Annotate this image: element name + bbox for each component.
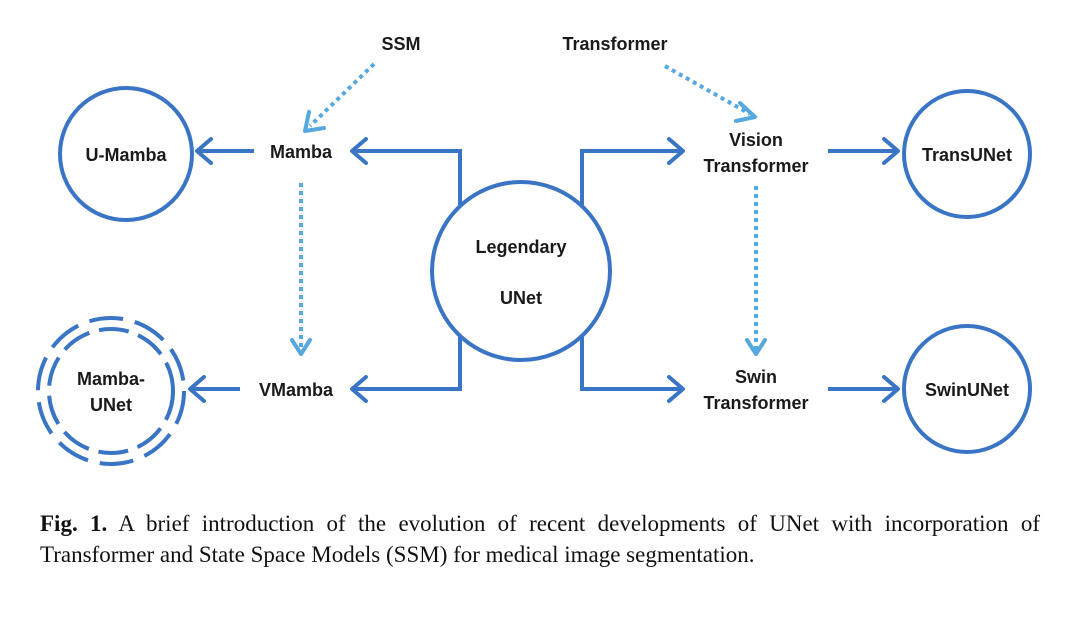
figure-caption-label: Fig. 1. bbox=[40, 511, 108, 536]
unet-to-vmamba-arrowhead bbox=[350, 375, 368, 403]
vmamba-label: VMamba bbox=[259, 380, 334, 400]
mamba-unet-label-line1: Mamba- bbox=[77, 369, 145, 389]
unet-label-line2: UNet bbox=[500, 288, 542, 308]
transformer-to-vision-transformer-dotted-line bbox=[664, 64, 751, 116]
vision-transformer-label-line1: Vision bbox=[729, 130, 783, 150]
unet-to-vision-transformer-line bbox=[580, 149, 683, 205]
unet-to-swin-transformer-line bbox=[580, 337, 683, 391]
unet-to-swin-transformer-arrowhead bbox=[667, 375, 685, 403]
ssm-to-mamba-dotted-line bbox=[308, 62, 376, 128]
swinunet-label: SwinUNet bbox=[925, 380, 1009, 400]
transunet-label: TransUNet bbox=[922, 145, 1012, 165]
unet-to-mamba-line bbox=[352, 149, 462, 205]
swin-transformer-to-swinunet-arrowhead bbox=[882, 375, 900, 403]
swinunet-circle bbox=[902, 324, 1032, 454]
unet-label-line1: Legendary bbox=[475, 237, 566, 257]
u-mamba-label: U-Mamba bbox=[85, 145, 167, 165]
unet-to-vmamba-line bbox=[352, 337, 462, 391]
unet-circle bbox=[430, 180, 612, 362]
evolution-diagram: SSM Transformer Mamba VMamba Vision Tran… bbox=[36, 34, 1032, 466]
swin-transformer-label-line1: Swin bbox=[735, 367, 777, 387]
transformer-label: Transformer bbox=[562, 34, 667, 54]
mamba-to-u-mamba-arrowhead bbox=[195, 137, 213, 165]
swin-transformer-label-line2: Transformer bbox=[703, 393, 808, 413]
u-mamba-circle bbox=[58, 86, 194, 222]
transunet-circle bbox=[902, 89, 1032, 219]
vmamba-to-mamba-unet-arrowhead bbox=[188, 375, 206, 403]
vision-to-swin-transformer-dotted-arrowhead bbox=[745, 338, 767, 356]
figure-caption-text: A brief introduction of the evolution of… bbox=[40, 511, 1040, 567]
vision-transformer-label-line2: Transformer bbox=[703, 156, 808, 176]
mamba-unet-outer-dashed-circle bbox=[36, 316, 186, 466]
transformer-to-vision-transformer-dotted-arrowhead bbox=[734, 101, 757, 123]
vision-transformer-to-transunet-arrowhead bbox=[882, 137, 900, 165]
ssm-label: SSM bbox=[381, 34, 420, 54]
mamba-label: Mamba bbox=[270, 142, 333, 162]
unet-to-mamba-arrowhead bbox=[350, 137, 368, 165]
mamba-unet-inner-dashed-circle bbox=[47, 327, 175, 455]
figure-caption: Fig. 1. A brief introduction of the evol… bbox=[40, 508, 1040, 570]
ssm-to-mamba-dotted-arrowhead bbox=[303, 110, 326, 133]
unet-to-vision-transformer-arrowhead bbox=[667, 137, 685, 165]
mamba-unet-label-line2: UNet bbox=[90, 395, 132, 415]
mamba-to-vmamba-dotted-arrowhead bbox=[290, 338, 312, 356]
